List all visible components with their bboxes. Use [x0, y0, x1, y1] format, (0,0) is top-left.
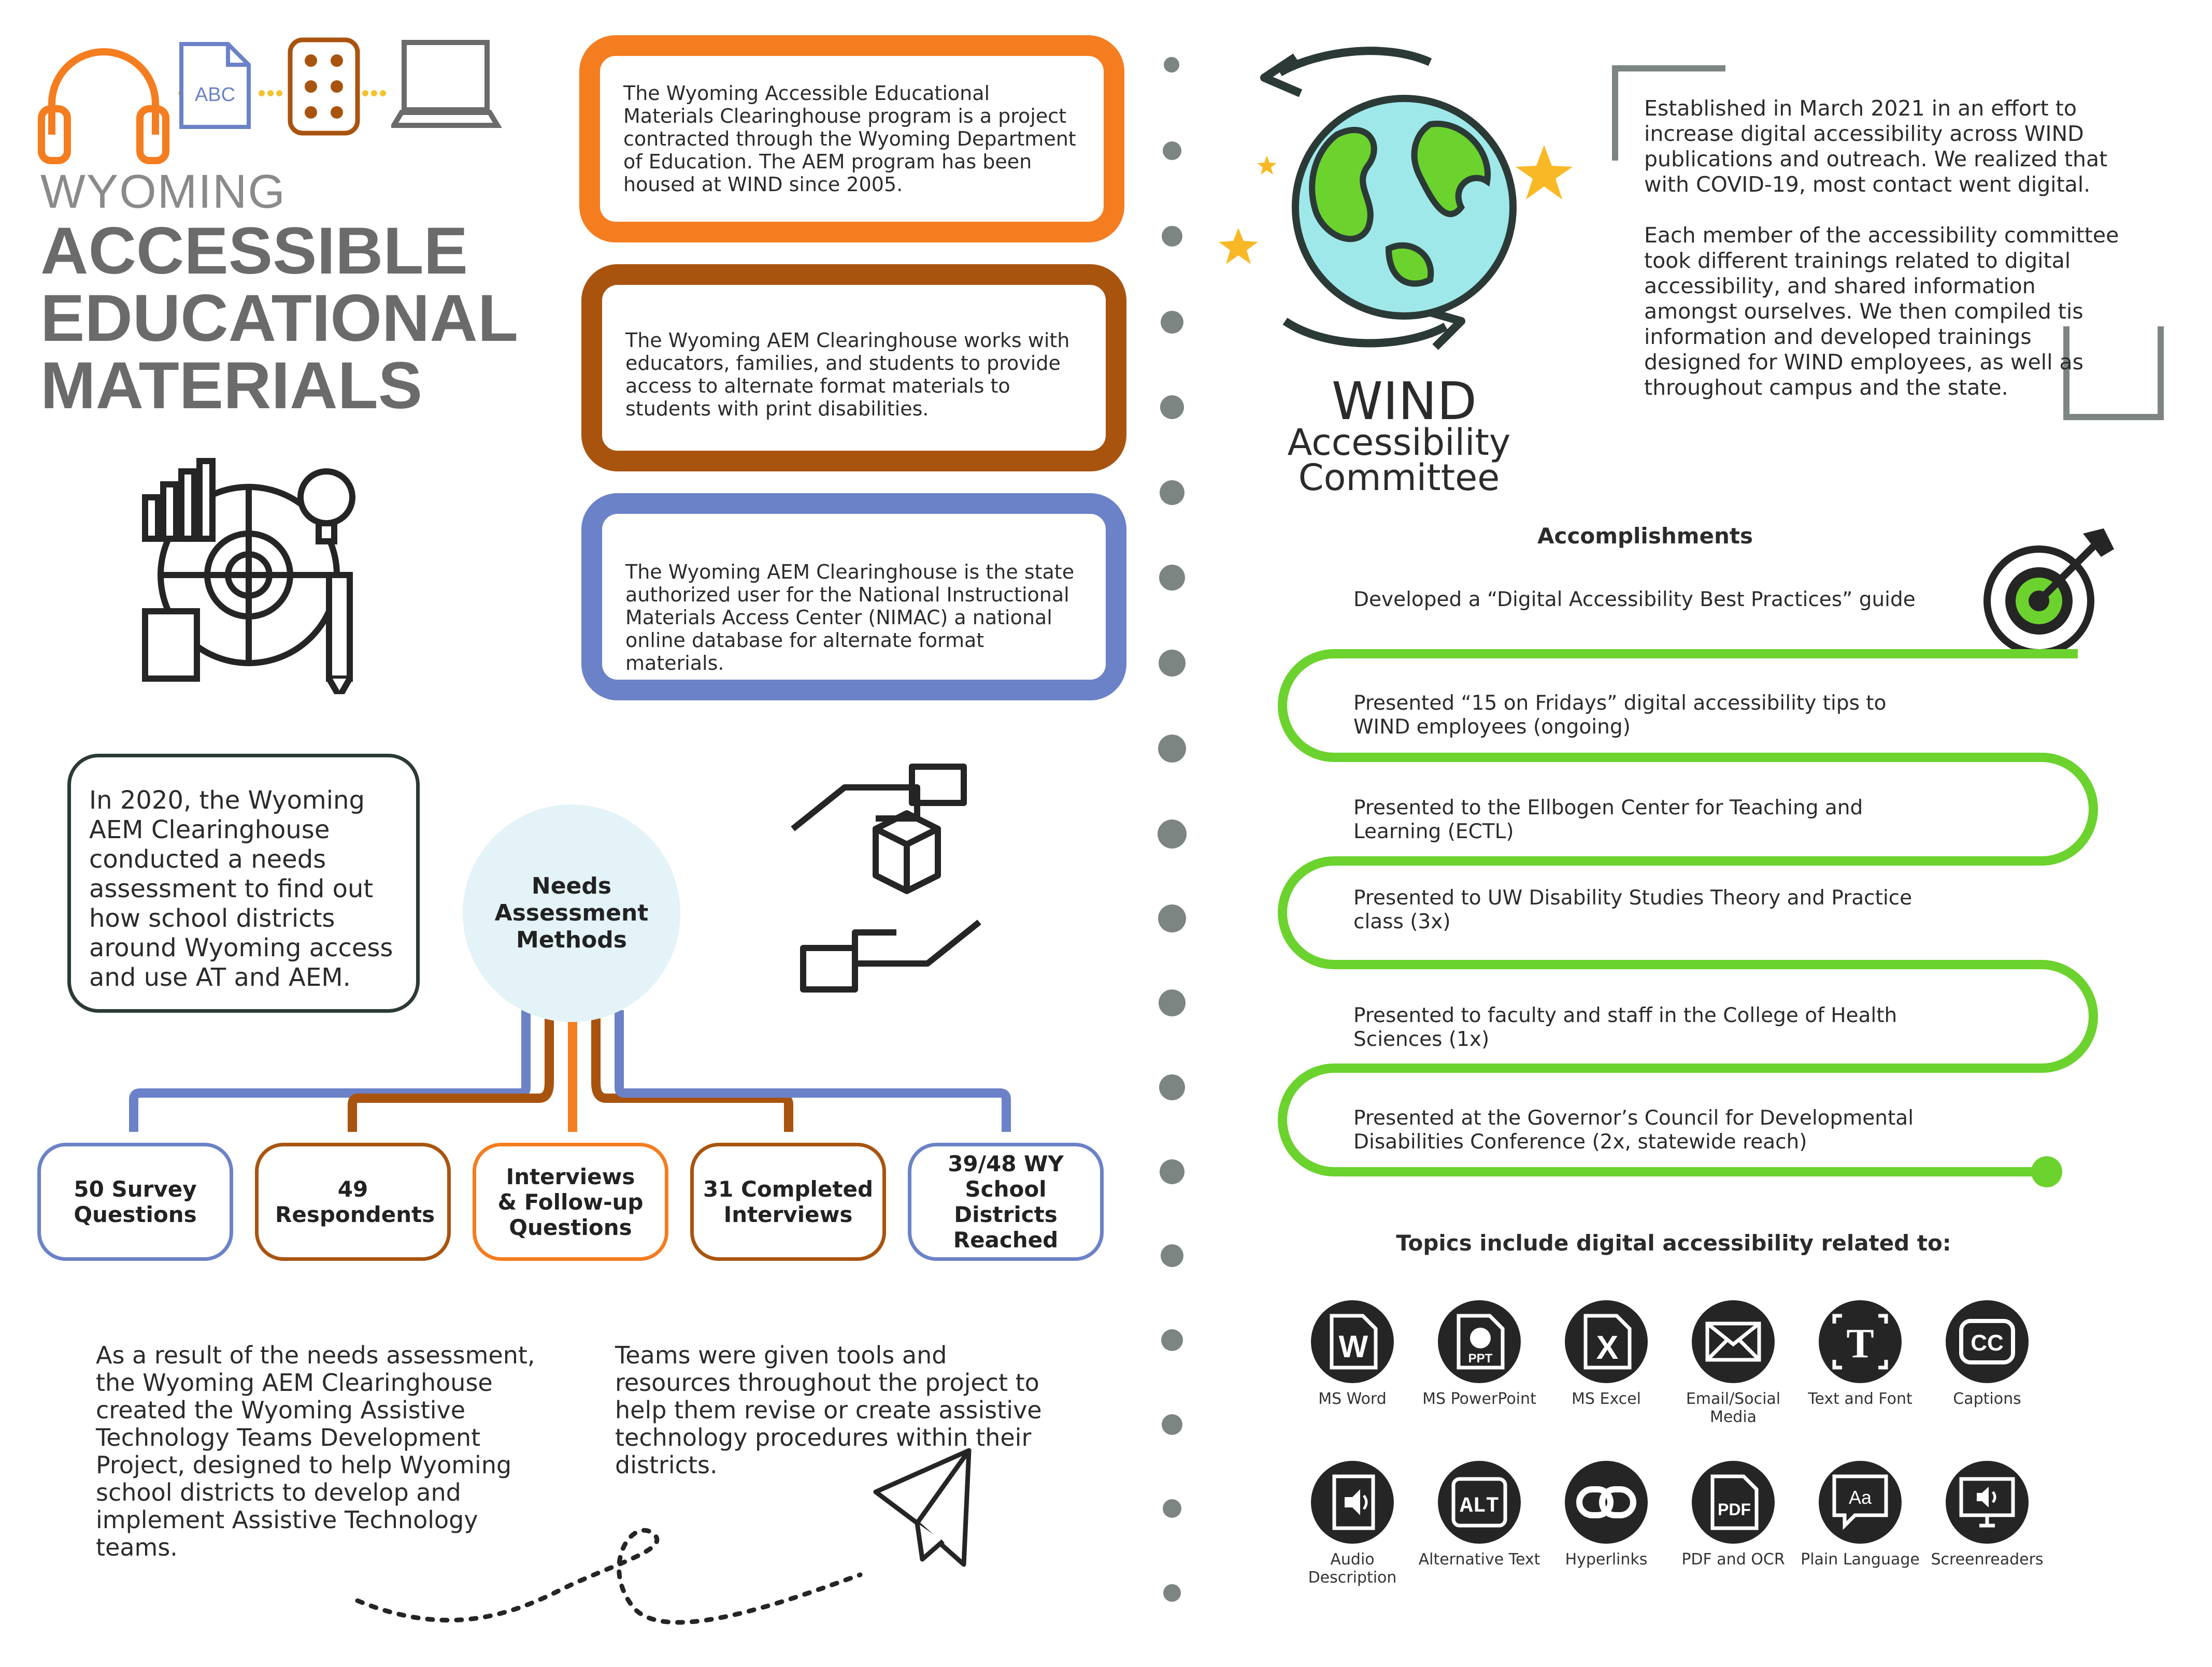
- topic-label: Plain Language: [1801, 1550, 1920, 1569]
- leaf-label: 49 Respondents: [275, 1176, 435, 1227]
- bracket-frame: [1612, 65, 2164, 420]
- paper-plane-icon: [355, 1448, 972, 1625]
- word-icon: W: [1311, 1300, 1394, 1383]
- topic-label: Email/Social Media: [1686, 1390, 1781, 1426]
- excel-icon: X: [1565, 1300, 1648, 1383]
- dots-separator-2: [362, 90, 386, 96]
- needs-intro-text: In 2020, the Wyoming AEM Clearinghouse c…: [89, 786, 393, 992]
- topic-label: Alternative Text: [1418, 1550, 1540, 1569]
- alt-text-icon: ALT: [1438, 1461, 1521, 1544]
- needs-center-circle: Needs Assessment Methods: [463, 804, 680, 1022]
- leaf-districts-reached: 39/48 WY School Districts Reached: [908, 1143, 1104, 1261]
- topic-label: MS Excel: [1572, 1390, 1641, 1408]
- ppt-glyph: PPT: [1468, 1352, 1493, 1366]
- info-card-text: The Wyoming AEM Clearinghouse is the sta…: [625, 561, 1075, 674]
- alt-glyph: ALT: [1460, 1493, 1499, 1518]
- needs-intro-box: In 2020, the Wyoming AEM Clearinghouse c…: [67, 754, 420, 1013]
- aa-glyph: Aa: [1849, 1487, 1872, 1508]
- accomplishment-item: Presented “15 on Fridays” digital access…: [1353, 692, 1887, 739]
- captions-icon: CC: [1946, 1300, 2029, 1383]
- braille-icon: [288, 37, 360, 136]
- wind-para-2: Each member of the accessibility committ…: [1644, 223, 2119, 400]
- hands-box-icon: [791, 764, 981, 993]
- svg-text:X: X: [1596, 1329, 1619, 1366]
- topic-label: PDF and OCR: [1681, 1550, 1785, 1569]
- text-font-icon: T: [1819, 1300, 1902, 1383]
- accomplishment-path: [1278, 649, 2098, 1187]
- wind-title: WIND: [1331, 371, 1477, 432]
- svg-text:T: T: [1846, 1321, 1874, 1367]
- dots-separator: [259, 90, 282, 96]
- title-wyoming: WYOMING: [40, 165, 286, 218]
- topic-label: MS Word: [1318, 1390, 1387, 1408]
- result-text: As a result of the needs assessment, the…: [96, 1341, 535, 1561]
- laptop-icon: [391, 40, 502, 128]
- info-card-orange: The Wyoming Accessible Educational Mater…: [579, 35, 1124, 242]
- abc-icon-text: ABC: [195, 84, 235, 106]
- topics-title: Topics include digital accessibility rel…: [1396, 1230, 1951, 1256]
- leaf-survey-questions: 50 Survey Questions: [37, 1143, 233, 1261]
- wind-para-1: Established in March 2021 in an effort t…: [1644, 96, 2108, 197]
- screenreader-icon: [1946, 1461, 2029, 1544]
- leaf-interviews: Interviews & Follow-up Questions: [473, 1143, 668, 1261]
- hyperlink-icon: [1565, 1461, 1648, 1544]
- document-abc-icon: ABC: [179, 42, 251, 129]
- topic-label: Screenreaders: [1931, 1550, 2044, 1569]
- leaf-respondents: 49 Respondents: [255, 1143, 451, 1261]
- title-line-3: MATERIALS: [40, 349, 423, 423]
- globe-icon: [1219, 47, 1573, 350]
- needs-center-label: Needs Assessment Methods: [494, 873, 649, 953]
- plain-language-icon: Aa: [1819, 1461, 1902, 1544]
- wind-subtitle-2: Committee: [1298, 456, 1500, 499]
- accomplishment-item: Developed a “Digital Accessibility Best …: [1353, 588, 1916, 611]
- topic-label: Audio Description: [1308, 1550, 1397, 1587]
- title-line-2: EDUCATIONAL: [40, 281, 518, 355]
- info-card-text: The Wyoming AEM Clearinghouse works with…: [625, 329, 1070, 420]
- info-card-blue: The Wyoming AEM Clearinghouse is the sta…: [581, 493, 1126, 700]
- svg-text:W: W: [1339, 1329, 1368, 1364]
- topic-label: MS PowerPoint: [1422, 1390, 1536, 1408]
- topic-label: Text and Font: [1808, 1390, 1913, 1408]
- leaf-completed-interviews: 31 Completed Interviews: [690, 1143, 886, 1261]
- leaf-label: Interviews & Follow-up Questions: [497, 1163, 644, 1240]
- leaf-label: 39/48 WY School Districts Reached: [948, 1151, 1064, 1253]
- wind-subtitle-1: Accessibility: [1287, 421, 1511, 464]
- accomplishment-item: Presented to faculty and staff in the Co…: [1353, 1004, 1897, 1051]
- education-tools-icon: [142, 458, 355, 694]
- accomplishment-item: Presented to UW Disability Studies Theor…: [1353, 886, 1913, 933]
- leaf-label: 50 Survey Questions: [74, 1176, 197, 1227]
- info-card-brown: The Wyoming AEM Clearinghouse works with…: [581, 264, 1126, 471]
- powerpoint-icon: PPT: [1438, 1300, 1521, 1383]
- pdf-glyph: PDF: [1718, 1500, 1751, 1519]
- pdf-icon: PDF: [1692, 1461, 1775, 1544]
- accomplishment-item: Presented to the Ellbogen Center for Tea…: [1353, 796, 1863, 843]
- email-icon: [1692, 1300, 1775, 1383]
- audio-description-icon: [1311, 1461, 1394, 1544]
- topic-label: Hyperlinks: [1565, 1550, 1648, 1569]
- needs-connector-lines: [129, 1010, 1011, 1132]
- cc-glyph: CC: [1971, 1330, 2004, 1356]
- info-card-text: The Wyoming Accessible Educational Mater…: [623, 82, 1076, 196]
- title-line-1: ACCESSIBLE: [40, 214, 468, 288]
- leaf-label: 31 Completed Interviews: [703, 1176, 874, 1227]
- accomplishments-title: Accomplishments: [1537, 523, 1753, 549]
- topic-label: Captions: [1953, 1390, 2021, 1408]
- teams-text: Teams were given tools and resources thr…: [615, 1341, 1042, 1479]
- accomplishment-item: Presented at the Governor’s Council for …: [1353, 1106, 1914, 1154]
